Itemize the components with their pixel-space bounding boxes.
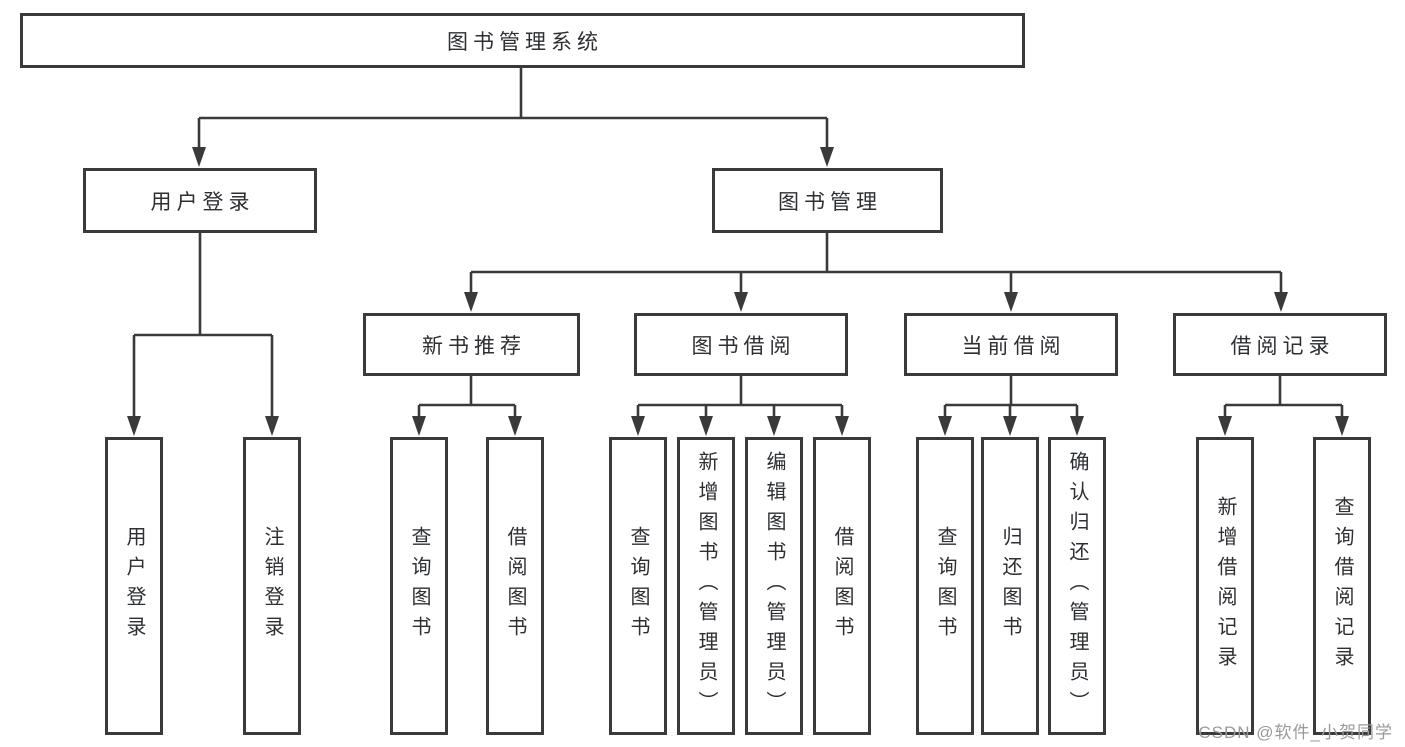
- node-leaf-nb-borrow-book-label: 借阅图书: [504, 526, 526, 646]
- node-leaf-br-query-record-label: 查询借阅记录: [1331, 496, 1353, 676]
- node-book-mgmt-label: 图书管理: [778, 190, 882, 214]
- watermark: CSDN @软件_小贺同学: [1198, 723, 1393, 742]
- node-user-login-label: 用户登录: [150, 190, 255, 214]
- node-leaf-cb-query-book-label: 查询图书: [934, 526, 956, 646]
- node-leaf-bb-edit-book-label: 编辑图书（管理员）: [763, 451, 785, 721]
- node-leaf-bb-edit-book: 编辑图书（管理员）: [745, 437, 803, 735]
- node-leaf-br-add-record: 新增借阅记录: [1196, 437, 1254, 735]
- node-borrow-records: 借阅记录: [1173, 313, 1387, 376]
- node-leaf-nb-query-book: 查询图书: [390, 437, 448, 735]
- node-leaf-bb-add-book-label: 新增图书（管理员）: [695, 451, 717, 721]
- node-leaf-user-login: 用户登录: [105, 437, 163, 735]
- node-book-mgmt: 图书管理: [712, 168, 943, 233]
- node-leaf-bb-query-book-label: 查询图书: [627, 526, 649, 646]
- node-leaf-br-add-record-label: 新增借阅记录: [1214, 496, 1236, 676]
- node-current-borrow-label: 当前借阅: [961, 334, 1066, 358]
- node-root: 图书管理系统: [20, 13, 1025, 68]
- connector-current-borrow-to-children: [938, 376, 1084, 436]
- connector-borrow-records-to-children: [1218, 376, 1349, 436]
- node-leaf-nb-query-book-label: 查询图书: [408, 526, 430, 646]
- node-leaf-nb-borrow-book: 借阅图书: [486, 437, 544, 735]
- node-leaf-cb-confirm-return: 确认归还（管理员）: [1048, 437, 1106, 735]
- connector-book-mgmt-to-children: [464, 233, 1288, 312]
- node-leaf-bb-borrow-book-label: 借阅图书: [831, 526, 853, 646]
- connector-user-login-to-children: [127, 233, 279, 436]
- node-current-borrow: 当前借阅: [904, 313, 1118, 376]
- connector-new-book-rec-to-children: [412, 376, 522, 436]
- node-book-borrow-label: 图书借阅: [691, 334, 796, 358]
- node-new-book-rec-label: 新书推荐: [422, 334, 526, 358]
- connector-root-to-children: [192, 68, 834, 167]
- node-leaf-bb-query-book: 查询图书: [609, 437, 667, 735]
- node-leaf-logout-label: 注销登录: [261, 526, 283, 646]
- node-leaf-bb-borrow-book: 借阅图书: [813, 437, 871, 735]
- node-root-label: 图书管理系统: [447, 30, 603, 54]
- node-leaf-logout: 注销登录: [243, 437, 301, 735]
- node-borrow-records-label: 借阅记录: [1230, 334, 1335, 358]
- node-leaf-user-login-label: 用户登录: [123, 526, 145, 646]
- node-leaf-cb-query-book: 查询图书: [916, 437, 974, 735]
- connector-book-borrow-to-children: [631, 376, 849, 436]
- node-user-login: 用户登录: [83, 168, 317, 233]
- node-leaf-br-query-record: 查询借阅记录: [1313, 437, 1371, 735]
- node-leaf-cb-return-book: 归还图书: [981, 437, 1039, 735]
- node-book-borrow: 图书借阅: [634, 313, 848, 376]
- node-leaf-cb-confirm-return-label: 确认归还（管理员）: [1066, 451, 1088, 721]
- node-leaf-cb-return-book-label: 归还图书: [999, 526, 1021, 646]
- node-leaf-bb-add-book: 新增图书（管理员）: [677, 437, 735, 735]
- node-new-book-rec: 新书推荐: [363, 313, 580, 376]
